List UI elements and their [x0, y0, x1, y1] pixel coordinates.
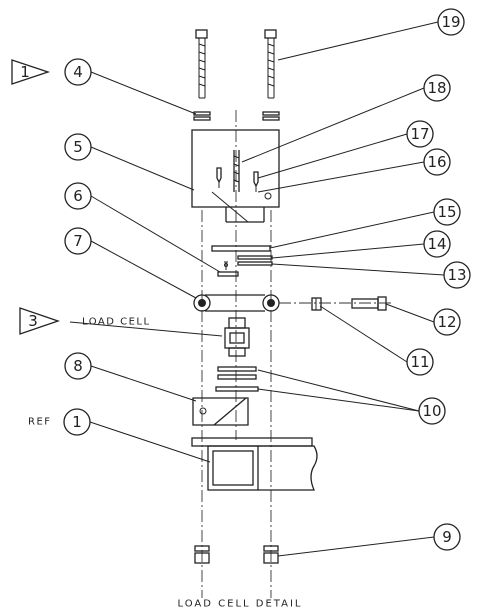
- balloon-19-text: 19: [441, 13, 460, 31]
- long-bolt-left: [195, 29, 208, 99]
- lower-washers: [215, 366, 259, 392]
- washer-pair-upper: [193, 111, 280, 121]
- balloon-19: 19: [437, 8, 465, 36]
- load-cell-label: LOAD CELL: [82, 317, 151, 328]
- top-block: [191, 129, 280, 223]
- balloon-8: 8: [64, 352, 92, 380]
- plate-stack: [211, 245, 273, 270]
- balloon-10-text: 10: [422, 402, 441, 420]
- balloon-11-text: 11: [410, 353, 429, 371]
- long-bolt-right: [264, 29, 277, 99]
- balloon-16-text: 16: [427, 153, 446, 171]
- balloon-5-text: 5: [73, 138, 83, 156]
- balloon-6-text: 6: [73, 187, 83, 205]
- flag-1-text: 1: [20, 63, 30, 81]
- balloon-10: 10: [418, 397, 446, 425]
- balloon-17-text: 17: [410, 125, 429, 143]
- pin: [311, 297, 322, 311]
- balloon-18-text: 18: [427, 79, 446, 97]
- small-screw-left: [216, 167, 222, 188]
- bracket: [192, 397, 249, 426]
- balloon-12: 12: [433, 308, 461, 336]
- balloon-16: 16: [423, 148, 451, 176]
- ref-label: REF: [28, 417, 52, 428]
- bottom-nuts: [194, 545, 279, 564]
- balloon-17: 17: [406, 120, 434, 148]
- pin-bolt: [351, 296, 387, 311]
- balloon-4: 4: [64, 58, 92, 86]
- flag-3-text: 3: [28, 312, 38, 330]
- balloon-14: 14: [423, 230, 451, 258]
- balloon-9: 9: [433, 523, 461, 551]
- balloon-5: 5: [64, 133, 92, 161]
- balloon-1: 1: [63, 408, 91, 436]
- balloon-13-text: 13: [447, 266, 466, 284]
- balloon-15: 15: [433, 198, 461, 226]
- balloon-18: 18: [423, 74, 451, 102]
- threaded-rod: [233, 150, 240, 192]
- balloon-4-text: 4: [73, 63, 83, 81]
- flag-3: 3: [19, 307, 61, 335]
- balloon-12-text: 12: [437, 313, 456, 331]
- balloon-13: 13: [443, 261, 471, 289]
- pivot-assembly: [193, 294, 280, 312]
- balloon-15-text: 15: [437, 203, 456, 221]
- balloon-1-text: 1: [72, 413, 82, 431]
- balloon-6: 6: [64, 182, 92, 210]
- spacer-plate: [217, 271, 239, 277]
- small-screw-right: [253, 171, 259, 192]
- drawing-caption: LOAD CELL DETAIL: [178, 599, 303, 610]
- balloon-14-text: 14: [427, 235, 446, 253]
- load-cell: [224, 317, 250, 357]
- balloon-7-text: 7: [73, 232, 83, 250]
- leader-lines: [69, 21, 445, 557]
- tube-section: [191, 437, 318, 491]
- balloon-7: 7: [64, 227, 92, 255]
- balloon-8-text: 8: [73, 357, 83, 375]
- balloon-9-text: 9: [442, 528, 452, 546]
- flag-1: 1: [11, 59, 51, 85]
- balloon-11: 11: [406, 348, 434, 376]
